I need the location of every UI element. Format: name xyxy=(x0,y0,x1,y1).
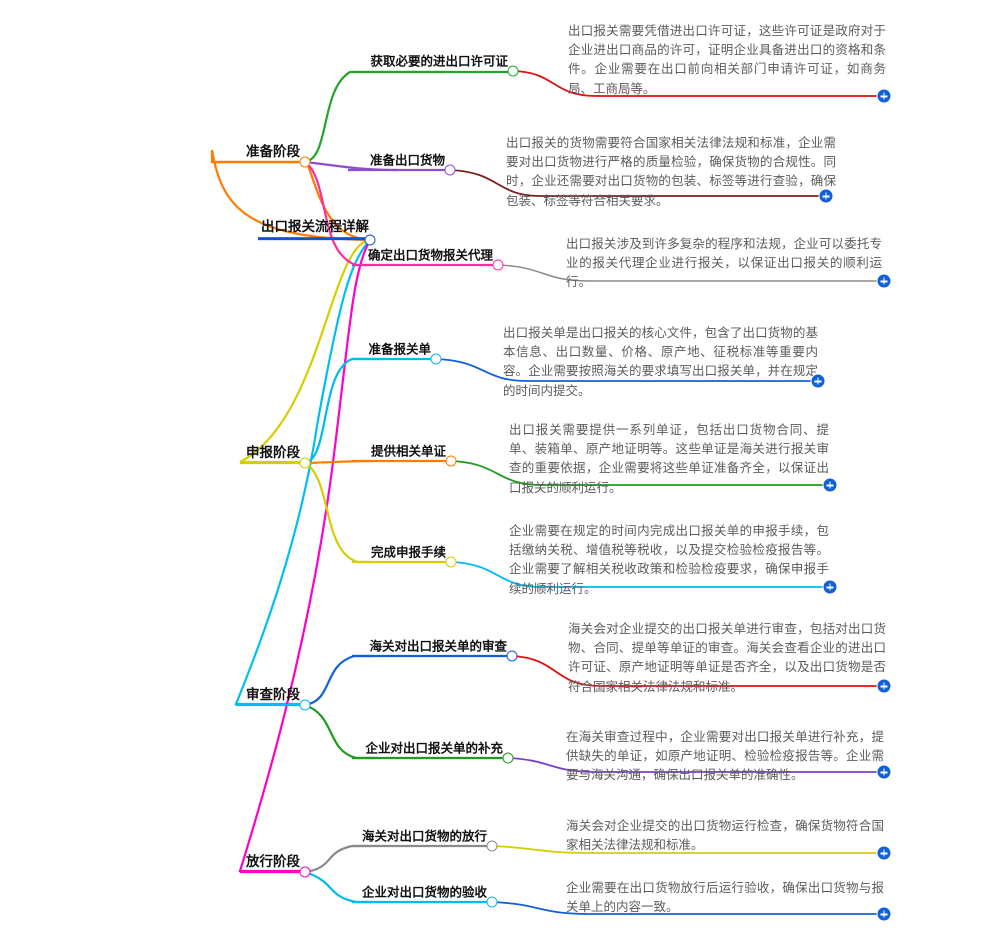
leaf-node-2-label: 准备出口货物 xyxy=(369,153,445,168)
root-node[interactable]: 出口报关流程详解 xyxy=(258,219,372,240)
leaf-node-8[interactable]: 企业对出口报关单的补充 xyxy=(362,741,506,758)
leaf-node-6-label: 完成申报手续 xyxy=(370,545,446,560)
leaf-node-10-label: 企业对出口货物的验收 xyxy=(361,885,487,900)
leaf-node-4[interactable]: 准备报关单 xyxy=(365,342,434,359)
leaf-knob-10[interactable] xyxy=(486,896,498,908)
leaf-knob-7[interactable] xyxy=(506,650,518,662)
note-text-6: 企业需要在规定的时间内完成出口报关单的申报手续，包括缴纳关税、增值税等税收，以及… xyxy=(509,524,829,596)
leaf-knob-6[interactable] xyxy=(445,556,457,568)
leaf-node-2[interactable]: 准备出口货物 xyxy=(367,153,448,170)
stage-node-review-label: 审查阶段 xyxy=(246,687,300,703)
root-knob[interactable] xyxy=(364,234,376,246)
add-node-button-2[interactable] xyxy=(819,189,833,203)
note-text-8: 在海关审查过程中，企业需要对出口报关单进行补充，提供缺失的单证，如原产地证明、检… xyxy=(566,730,884,783)
leaf-knob-9[interactable] xyxy=(486,840,498,852)
leaf-node-1[interactable]: 获取必要的进出口许可证 xyxy=(367,54,511,71)
stage-node-declaration[interactable]: 申报阶段 xyxy=(243,445,303,463)
note-text-5: 出口报关需要提供一系列单证，包括出口货物合同、提单、装箱单、原产地证明等。这些单… xyxy=(509,423,829,495)
leaf-node-5[interactable]: 提供相关单证 xyxy=(368,444,449,461)
stage-node-preparation[interactable]: 准备阶段 xyxy=(243,144,303,162)
note-text-3: 出口报关涉及到许多复杂的程序和法规，企业可以委托专业的报关代理企业进行报关，以保… xyxy=(566,237,882,290)
leaf-knob-1[interactable] xyxy=(507,65,519,77)
stage-knob-preparation[interactable] xyxy=(299,156,311,168)
leaf-node-10[interactable]: 企业对出口货物的验收 xyxy=(359,885,490,902)
leaf-node-3-label: 确定出口货物报关代理 xyxy=(367,248,493,263)
add-node-button-6[interactable] xyxy=(823,580,837,594)
add-node-button-7[interactable] xyxy=(877,679,891,693)
note-text-7: 海关会对企业提交的出口报关单进行审查，包括对出口货物、合同、提单等单证的审查。海… xyxy=(568,622,886,694)
leaf-node-9[interactable]: 海关对出口货物的放行 xyxy=(359,829,490,846)
leaf-knob-3[interactable] xyxy=(492,259,504,271)
leaf-node-4-label: 准备报关单 xyxy=(368,342,431,357)
leaf-node-8-label: 企业对出口报关单的补充 xyxy=(365,741,503,756)
note-text-10: 企业需要在出口货物放行后运行验收，确保出口货物与报关单上的内容一致。 xyxy=(566,881,884,915)
leaf-knob-8[interactable] xyxy=(502,752,514,764)
leaf-node-5-label: 提供相关单证 xyxy=(370,444,446,459)
add-node-button-9[interactable] xyxy=(877,846,891,860)
note-text-4: 出口报关单是出口报关的核心文件，包含了出口货物的基本信息、出口数量、价格、原产地… xyxy=(503,326,818,398)
add-node-button-5[interactable] xyxy=(823,478,837,492)
stage-node-release-label: 放行阶段 xyxy=(246,854,300,870)
note-text-9: 海关会对企业提交的出口货物运行检查，确保货物符合国家相关法律法规和标准。 xyxy=(566,819,884,853)
leaf-node-7[interactable]: 海关对出口报关单的审查 xyxy=(366,639,510,656)
leaf-knob-5[interactable] xyxy=(445,455,457,467)
stage-node-review[interactable]: 审查阶段 xyxy=(243,687,303,705)
stage-knob-release[interactable] xyxy=(299,866,311,878)
leaf-node-9-label: 海关对出口货物的放行 xyxy=(361,829,487,844)
stage-knob-declaration[interactable] xyxy=(299,457,311,469)
stage-node-release[interactable]: 放行阶段 xyxy=(243,854,303,872)
add-node-button-3[interactable] xyxy=(877,274,891,288)
add-node-button-1[interactable] xyxy=(877,89,891,103)
root-node-label: 出口报关流程详解 xyxy=(261,219,369,235)
note-text-1: 出口报关需要凭借进出口许可证，这些许可证是政府对于企业进出口商品的许可，证明企业… xyxy=(568,24,886,96)
add-node-button-8[interactable] xyxy=(877,765,891,779)
leaf-node-7-label: 海关对出口报关单的审查 xyxy=(369,639,507,654)
leaf-node-1-label: 获取必要的进出口许可证 xyxy=(370,54,508,69)
add-node-button-10[interactable] xyxy=(877,907,891,921)
stage-knob-review[interactable] xyxy=(299,699,311,711)
leaf-node-6[interactable]: 完成申报手续 xyxy=(368,545,449,562)
stage-node-preparation-label: 准备阶段 xyxy=(246,144,300,160)
add-node-button-4[interactable] xyxy=(811,374,825,388)
leaf-knob-2[interactable] xyxy=(444,164,456,176)
stage-node-declaration-label: 申报阶段 xyxy=(246,445,300,461)
leaf-knob-4[interactable] xyxy=(430,353,442,365)
leaf-node-3[interactable]: 确定出口货物报关代理 xyxy=(365,248,496,265)
note-text-2: 出口报关的货物需要符合国家相关法律法规和标准，企业需要对出口货物进行严格的质量检… xyxy=(506,136,836,208)
